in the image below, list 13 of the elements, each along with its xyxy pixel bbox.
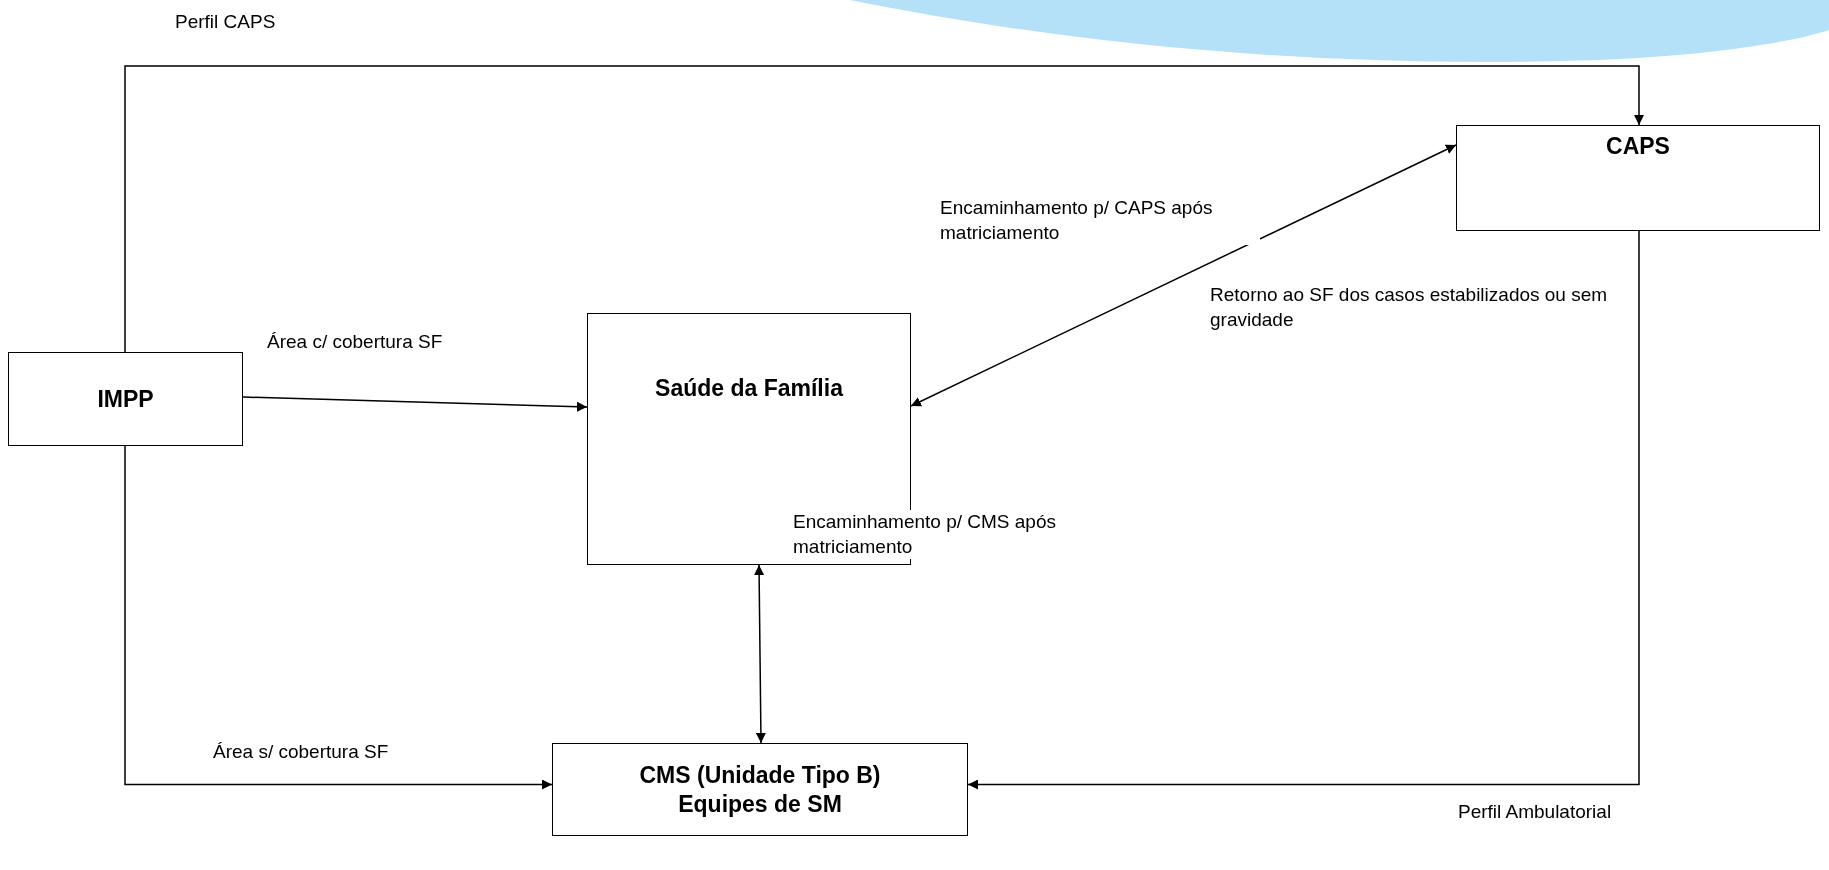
node-label: Saúde da Família	[655, 374, 843, 403]
node-label: CMS (Unidade Tipo B) Equipes de SM	[638, 760, 882, 819]
process-box	[8, 352, 243, 446]
arrow	[910, 144, 1457, 407]
node-label: CAPS	[1606, 132, 1670, 161]
node-label: IMPP	[97, 384, 154, 414]
process-box	[552, 743, 968, 836]
arrow	[967, 230, 1640, 790]
arrow	[754, 564, 766, 744]
arrow	[124, 445, 553, 790]
process-box	[1456, 125, 1820, 231]
arrow	[242, 396, 588, 412]
arrow	[124, 65, 1644, 353]
